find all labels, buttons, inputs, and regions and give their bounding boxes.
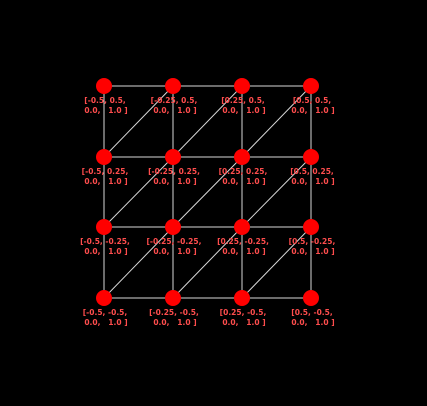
vertex-label-line2: 0.0, 1.0 ]: [222, 177, 265, 186]
mesh-edge-diagonal: [172, 226, 243, 299]
vertex-label: [0.25, -0.25,0.0, 1.0 ]: [217, 237, 269, 256]
vertex-label-line2: 0.0, 1.0 ]: [84, 247, 127, 256]
vertex-label-line2: 0.0, 1.0 ]: [153, 106, 196, 115]
vertex-label: [0.5, 0.25,0.0, 1.0 ]: [290, 167, 334, 186]
vertex-label-line2: 0.0, 1.0 ]: [291, 318, 334, 327]
vertex-point: [165, 290, 181, 306]
vertex-label-line1: [0.25, -0.25,: [217, 237, 269, 246]
vertex-label: [-0.5, 0.25,0.0, 1.0 ]: [82, 167, 129, 186]
vertex-label-line2: 0.0, 1.0 ]: [222, 318, 265, 327]
vertex-point: [234, 219, 250, 235]
mesh-edges: [103, 85, 312, 299]
vertex-label-line1: [0.5, -0.25,: [289, 237, 336, 246]
mesh-edge-diagonal: [103, 85, 174, 158]
vertex-label-line1: [-0.25, 0.25,: [148, 167, 200, 176]
vertex-label: [0.25, 0.5,0.0, 1.0 ]: [221, 96, 265, 115]
vertex-label-line1: [-0.5, -0.5,: [83, 308, 128, 317]
vertex-label-line1: [-0.5, 0.25,: [82, 167, 129, 176]
vertex-label-line2: 0.0, 1.0 ]: [153, 318, 196, 327]
vertex-label: [0.5, -0.5,0.0, 1.0 ]: [291, 308, 334, 327]
vertex-label-line1: [0.25, -0.5,: [220, 308, 267, 317]
vertex-label: [0.25, -0.5,0.0, 1.0 ]: [220, 308, 267, 327]
mesh-edge-diagonal: [103, 156, 174, 228]
vertex-label: [-0.25, 0.25,0.0, 1.0 ]: [148, 167, 200, 186]
vertex-point: [303, 290, 319, 306]
vertex-label-line2: 0.0, 1.0 ]: [84, 177, 127, 186]
mesh-vertices: [96, 78, 319, 306]
vertex-label: [-0.5, 0.5,0.0, 1.0 ]: [84, 96, 127, 115]
vertex-label-line1: [-0.25, -0.25,: [147, 237, 202, 246]
vertex-label-line2: 0.0, 1.0 ]: [153, 177, 196, 186]
mesh-edge-diagonal: [241, 226, 312, 299]
vertex-label-line2: 0.0, 1.0 ]: [222, 106, 265, 115]
mesh-edge-diagonal: [103, 226, 174, 299]
vertex-point: [234, 78, 250, 94]
vertex-label: [-0.25, 0.5,0.0, 1.0 ]: [151, 96, 198, 115]
vertex-point: [96, 290, 112, 306]
vertex-point: [303, 78, 319, 94]
vertex-label-line2: 0.0, 1.0 ]: [291, 106, 334, 115]
vertex-point: [96, 149, 112, 165]
vertex-label-line1: [-0.25, 0.5,: [151, 96, 198, 105]
mesh-edge-diagonal: [172, 85, 243, 158]
vertex-label-line2: 0.0, 1.0 ]: [291, 177, 334, 186]
vertex-label-line2: 0.0, 1.0 ]: [153, 247, 196, 256]
vertex-label: [0.5, 0.5,0.0, 1.0 ]: [291, 96, 334, 115]
vertex-label-line2: 0.0, 1.0 ]: [84, 318, 127, 327]
mesh-edge-diagonal: [172, 156, 243, 228]
vertex-label: [-0.25, -0.25,0.0, 1.0 ]: [147, 237, 202, 256]
vertex-point: [234, 149, 250, 165]
vertex-point: [96, 219, 112, 235]
vertex-label-line1: [-0.25, -0.5,: [149, 308, 199, 317]
vertex-point: [165, 219, 181, 235]
vertex-label-line1: [0.5, 0.25,: [290, 167, 334, 176]
vertex-label: [-0.5, -0.25,0.0, 1.0 ]: [80, 237, 130, 256]
vertex-label-line1: [-0.5, -0.25,: [80, 237, 130, 246]
vertex-point: [96, 78, 112, 94]
vertex-label-line1: [-0.5, 0.5,: [84, 96, 126, 105]
vertex-point: [303, 149, 319, 165]
vertex-label: [0.25, 0.25,0.0, 1.0 ]: [219, 167, 268, 186]
vertex-label-line1: [0.5, 0.5,: [293, 96, 331, 105]
mesh-edge-diagonal: [241, 85, 312, 158]
vertex-label-line1: [0.25, 0.5,: [221, 96, 265, 105]
vertex-label-line2: 0.0, 1.0 ]: [222, 247, 265, 256]
vertex-point: [303, 219, 319, 235]
vertex-label-line1: [0.25, 0.25,: [219, 167, 268, 176]
vertex-point: [165, 78, 181, 94]
vertex-label-line2: 0.0, 1.0 ]: [84, 106, 127, 115]
vertex-label: [-0.5, -0.5,0.0, 1.0 ]: [83, 308, 128, 327]
vertex-label: [-0.25, -0.5,0.0, 1.0 ]: [149, 308, 199, 327]
vertex-labels: [-0.5, 0.5,0.0, 1.0 ][-0.25, 0.5,0.0, 1.…: [80, 96, 335, 327]
mesh-edge-diagonal: [241, 156, 312, 228]
vertex-label-line1: [0.5, -0.5,: [291, 308, 333, 317]
vertex-point: [165, 149, 181, 165]
vertex-point: [234, 290, 250, 306]
vertex-label: [0.5, -0.25,0.0, 1.0 ]: [289, 237, 336, 256]
vertex-label-line2: 0.0, 1.0 ]: [291, 247, 334, 256]
